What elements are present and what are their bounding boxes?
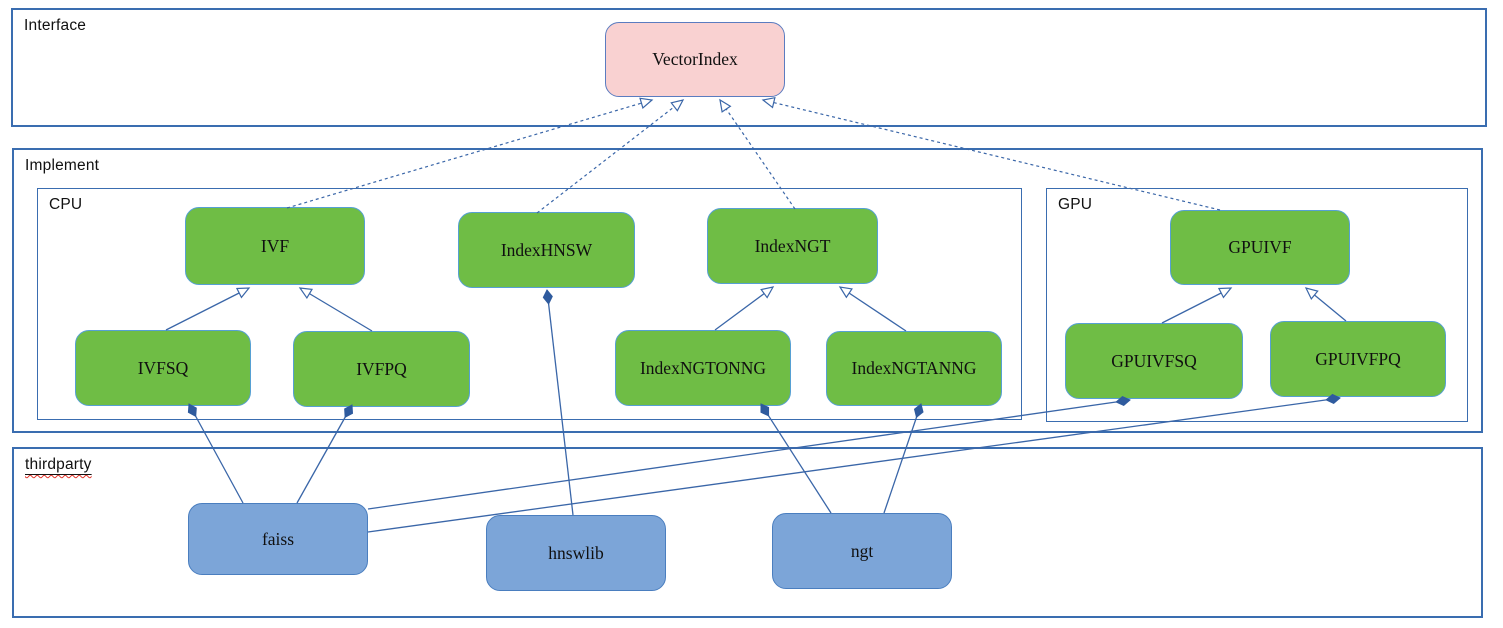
implement-container-label: Implement [25,157,100,174]
node-gpuivfpq: GPUIVFPQ [1270,321,1446,397]
node-indexngtonng-label: IndexNGTONNG [639,357,767,378]
node-gpuivf: GPUIVF [1170,210,1350,285]
gpu-container-label: GPU [1058,196,1093,213]
node-vectorindex-label: VectorIndex [652,49,738,69]
node-ivf: IVF [185,207,365,285]
node-indexngtonng: IndexNGTONNG [615,330,791,406]
thirdparty-container-label: thirdparty [25,456,92,474]
node-faiss-label: faiss [261,528,295,549]
node-hnswlib: hnswlib [486,515,666,591]
node-indexhnsw: IndexHNSW [458,212,635,288]
node-ivfpq: IVFPQ [293,331,470,407]
node-ngt-label: ngt [850,540,874,561]
node-indexngt: IndexNGT [707,208,878,284]
node-ivfsq: IVFSQ [75,330,251,406]
node-ivf-label: IVF [260,235,290,256]
node-ivfpq-label: IVFPQ [356,358,407,379]
node-gpuivfpq-label: GPUIVFPQ [1315,348,1401,369]
cpu-container-label: CPU [49,196,83,213]
node-indexngt-label: IndexNGT [754,235,831,256]
thirdparty-container-label-text: thirdparty [25,456,92,473]
node-ngt: ngt [772,513,952,589]
node-faiss: faiss [188,503,368,575]
node-vectorindex: VectorIndex [605,22,785,97]
node-indexngtanng: IndexNGTANNG [826,331,1002,406]
node-gpuivf-label: GPUIVF [1228,237,1292,257]
node-ivfsq-label: IVFSQ [137,357,189,378]
node-indexngtanng-label: IndexNGTANNG [851,358,977,378]
node-gpuivfsq-label: GPUIVFSQ [1111,350,1197,371]
node-hnswlib-label: hnswlib [548,542,604,563]
node-indexhnsw-label: IndexHNSW [500,239,593,260]
interface-container-label: Interface [24,17,87,34]
node-gpuivfsq: GPUIVFSQ [1065,323,1243,399]
